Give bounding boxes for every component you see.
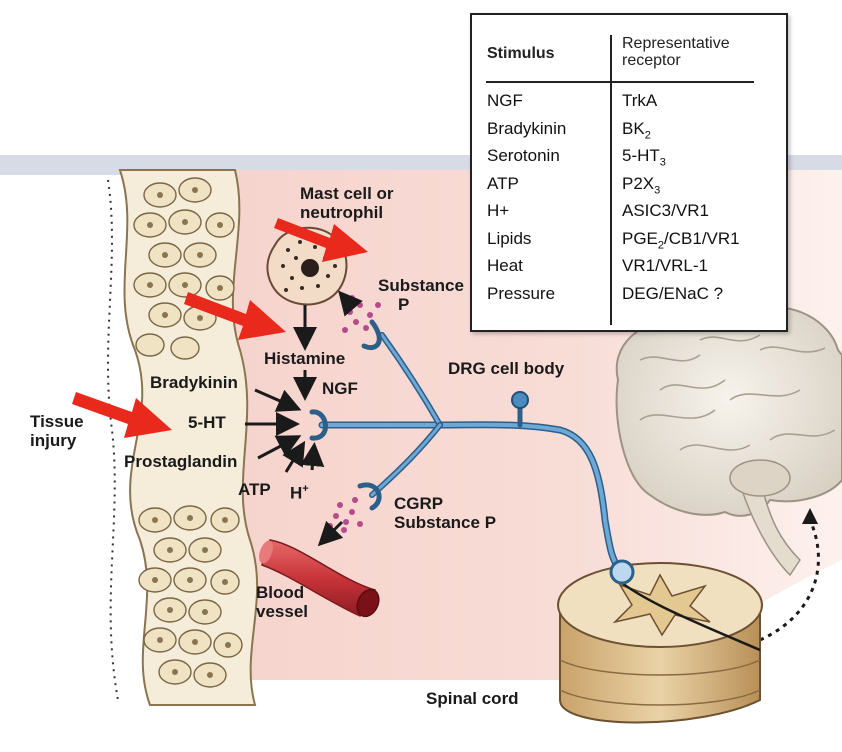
label-histamine: Histamine [264, 349, 345, 368]
table-cell-stimulus: ATP [487, 173, 519, 195]
label-spinal-cord: Spinal cord [426, 689, 519, 708]
table-cell-receptor: ASIC3/VR1 [622, 200, 709, 222]
table-row: Bradykinin BK2 [472, 118, 786, 144]
label-bradykinin: Bradykinin [150, 373, 238, 392]
table-row: Heat VR1/VRL-1 [472, 255, 786, 281]
label-blood-vessel: Blood vessel [256, 583, 308, 621]
table-cell-stimulus: H+ [487, 200, 509, 222]
table-row: ATP P2X3 [472, 173, 786, 199]
epithelium-cells [108, 170, 257, 705]
spinal-cord [558, 561, 762, 723]
label-cgrp: CGRP Substance P [394, 494, 496, 532]
label-ngf: NGF [322, 379, 358, 398]
drg-cell-body [512, 392, 528, 408]
label-substance-p-top: Substance P [378, 276, 464, 314]
label-drg-cell-body: DRG cell body [448, 359, 564, 378]
table-row: NGF TrkA [472, 90, 786, 116]
table-cell-receptor: PGE2/CB1/VR1 [622, 228, 740, 256]
label-5ht: 5-HT [188, 413, 226, 432]
table-header-stimulus: Stimulus [487, 45, 555, 62]
table-cell-receptor: DEG/ENaC ? [622, 283, 723, 305]
table-cell-stimulus: Lipids [487, 228, 531, 250]
table-cell-stimulus: Heat [487, 255, 523, 277]
table-row: H+ ASIC3/VR1 [472, 200, 786, 226]
table-cell-stimulus: NGF [487, 90, 523, 112]
table-row: Serotonin 5-HT3 [472, 145, 786, 171]
label-prostaglandin: Prostaglandin [124, 452, 237, 471]
table-row: Lipids PGE2/CB1/VR1 [472, 228, 786, 254]
table-cell-receptor: 5-HT3 [622, 145, 666, 173]
table-row: Pressure DEG/ENaC ? [472, 283, 786, 309]
table-cell-stimulus: Bradykinin [487, 118, 566, 140]
table-cell-receptor: P2X3 [622, 173, 660, 201]
table-cell-receptor: TrkA [622, 90, 657, 112]
table-cell-stimulus: Pressure [487, 283, 555, 305]
table-cell-receptor: VR1/VRL-1 [622, 255, 708, 277]
label-mast-cell: Mast cell or neutrophil [300, 184, 394, 222]
label-tissue-injury: Tissue injury [30, 412, 84, 450]
table-cell-receptor: BK2 [622, 118, 651, 146]
stimulus-receptor-table: Stimulus Representative receptor NGF TrkA… [470, 13, 788, 332]
table-header-receptor: Representative receptor [622, 35, 730, 69]
label-atp: ATP [238, 480, 271, 499]
table-header-divider [486, 81, 754, 83]
table-cell-stimulus: Serotonin [487, 145, 560, 167]
label-h-plus: H+ [290, 480, 309, 503]
